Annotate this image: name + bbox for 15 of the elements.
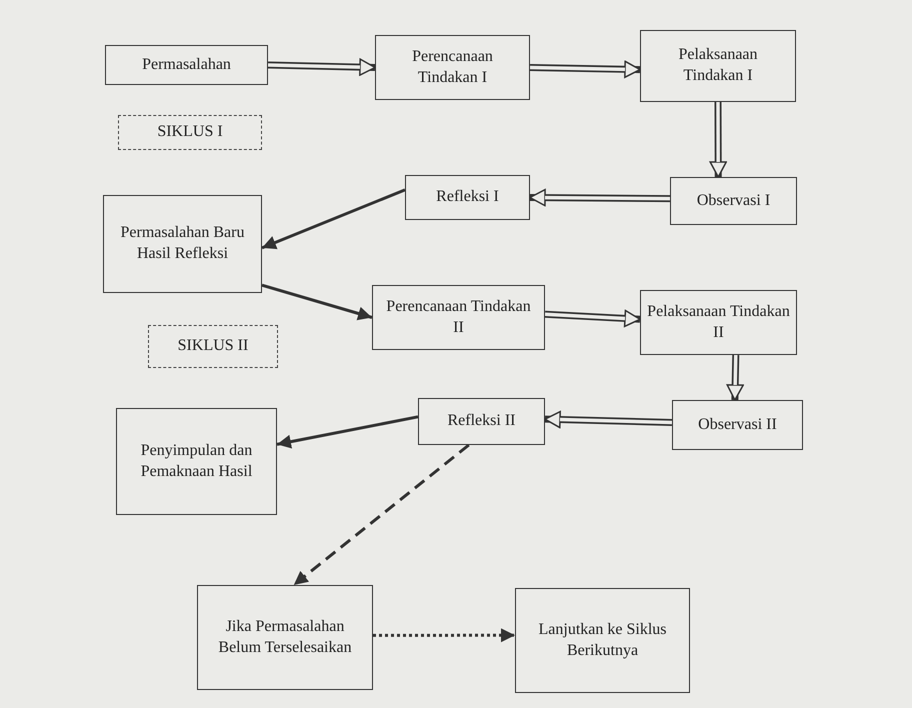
process-box: Observasi I xyxy=(670,177,797,225)
process-box: Pelaksanaan Tindakan I xyxy=(640,30,796,102)
process-box: Perencanaan Tindakan II xyxy=(372,285,545,350)
cycle-label-box: SIKLUS II xyxy=(148,325,278,368)
process-box: Pelaksanaan Tindakan II xyxy=(640,290,797,355)
process-box: Perencanaan Tindakan I xyxy=(375,35,530,100)
process-box: Observasi II xyxy=(672,400,803,450)
cycle-label-box: SIKLUS I xyxy=(118,115,262,150)
process-box: Refleksi I xyxy=(405,175,530,220)
process-box: Permasalahan Baru Hasil Refleksi xyxy=(103,195,262,293)
process-box: Permasalahan xyxy=(105,45,268,85)
process-box: Refleksi II xyxy=(418,398,545,445)
process-box: Lanjutkan ke Siklus Berikutnya xyxy=(515,588,690,693)
process-box: Penyimpulan dan Pemaknaan Hasil xyxy=(116,408,277,515)
process-box: Jika Permasalahan Belum Terselesaikan xyxy=(197,585,373,690)
